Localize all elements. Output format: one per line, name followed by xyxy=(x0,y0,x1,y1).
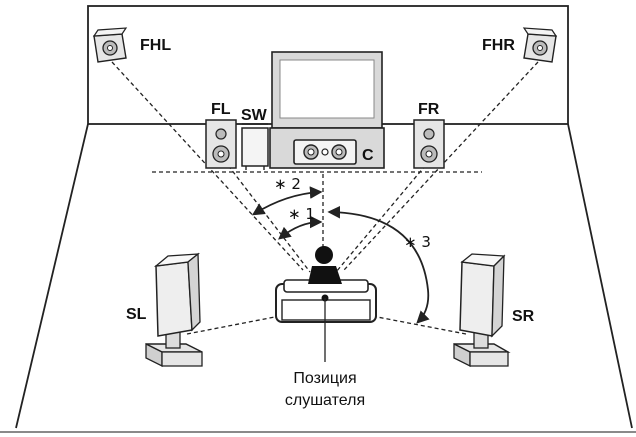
speaker-sl xyxy=(145,252,203,368)
speaker-fhl xyxy=(92,27,128,63)
angle-label-2: ∗ 2 xyxy=(274,175,301,193)
angle-arc-1 xyxy=(278,215,323,240)
speaker-fr xyxy=(413,119,445,169)
label-fl: FL xyxy=(211,101,231,118)
listener-sofa xyxy=(275,246,377,362)
label-sw: SW xyxy=(241,107,268,124)
label-sr: SR xyxy=(512,308,535,325)
listening-position-line1: Позиция xyxy=(293,370,356,387)
angle-label-3: ∗ 3 xyxy=(404,233,431,251)
label-sl: SL xyxy=(126,306,147,323)
angle-arc-2 xyxy=(251,186,323,216)
label-fhl: FHL xyxy=(140,37,171,54)
listening-position-line2: слушателя xyxy=(285,392,365,409)
tv xyxy=(269,51,385,169)
speaker-fl xyxy=(205,119,237,169)
label-c: C xyxy=(362,147,374,164)
label-fr: FR xyxy=(418,101,440,118)
label-fhr: FHR xyxy=(482,37,515,54)
angle-label-1: ∗ 1 xyxy=(288,205,315,223)
speaker-fhr xyxy=(522,27,558,63)
subwoofer xyxy=(241,123,269,170)
center-speaker xyxy=(293,139,357,165)
speaker-sr xyxy=(453,253,511,368)
angle-arc-3 xyxy=(327,205,430,324)
